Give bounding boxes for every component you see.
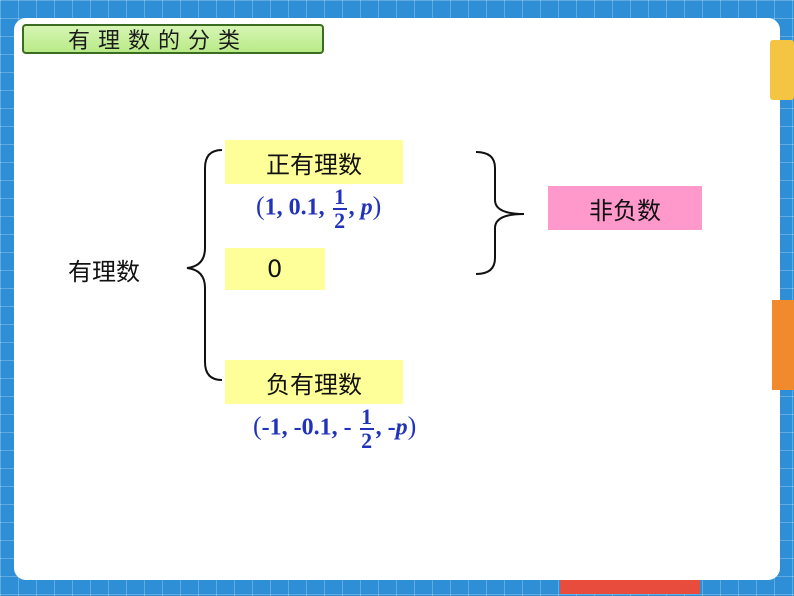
negative-rational-box: 负有理数 [225, 360, 403, 404]
positive-rational-box: 正有理数 [225, 140, 403, 184]
fraction-half: 1 2 [333, 186, 347, 232]
open-paren: ( [256, 192, 265, 221]
negative-examples: (-1, -0.1, - 1 2 , -p) [253, 406, 416, 452]
root-label: 有理数 [68, 252, 140, 287]
close-paren: ) [373, 192, 382, 221]
close-paren: ) [408, 412, 417, 441]
positive-examples: (1, 0.1, 1 2 , p) [256, 186, 381, 232]
separator: , [349, 195, 355, 221]
fraction-denominator: 2 [360, 430, 374, 452]
left-brace [187, 150, 222, 380]
fraction-half: 1 2 [360, 406, 374, 452]
separator: , - [376, 415, 396, 441]
positive-items: 1, 0.1, [265, 195, 325, 221]
pi-symbol: p [361, 195, 373, 221]
right-brace [476, 152, 524, 274]
pi-symbol: p [396, 415, 408, 441]
open-paren: ( [253, 412, 262, 441]
zero-box: 0 [225, 248, 325, 290]
fraction-denominator: 2 [333, 210, 347, 232]
nonnegative-box: 非负数 [548, 186, 702, 230]
fraction-numerator: 1 [360, 406, 374, 428]
fraction-numerator: 1 [333, 186, 347, 208]
negative-items: -1, -0.1, - [262, 415, 352, 441]
